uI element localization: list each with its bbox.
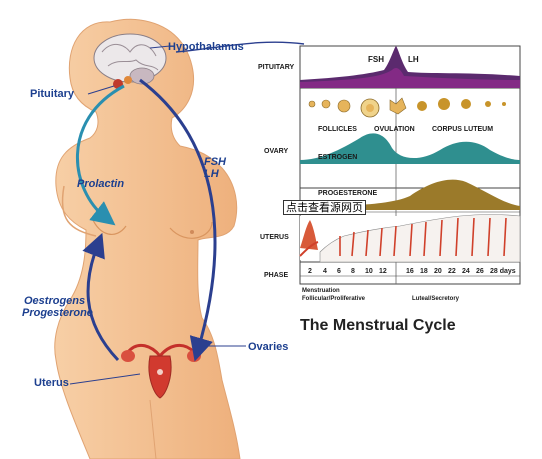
row-label-phase: PHASE [264, 272, 289, 279]
fsh-lh-curve [300, 46, 520, 88]
corpus-luteum-label: CORPUS LUTEUM [432, 126, 494, 133]
chart-title: The Menstrual Cycle [300, 317, 456, 334]
pituitary-label: Pituitary [30, 88, 75, 100]
phase-follicular: Follicular/Proliferative [302, 296, 366, 302]
phase-tick: 4 [323, 268, 327, 275]
phase-tick: 22 [448, 268, 456, 275]
brain-illustration [93, 33, 167, 89]
hormone-arrows [69, 41, 305, 385]
progesterone-label: Progesterone [22, 307, 93, 319]
phase-menstruation: Menstruation [302, 288, 340, 294]
progesterone-curve [300, 179, 520, 210]
phase-tick: 12 [379, 268, 387, 275]
uterus-lining [299, 214, 521, 263]
phase-luteal: Luteal/Secretory [412, 296, 460, 302]
phase-tick: 20 [434, 268, 442, 275]
follicles-label: FOLLICLES [318, 126, 357, 133]
row-label-uterus: UTERUS [260, 234, 289, 241]
oestrogens-label: Oestrogens [24, 295, 86, 307]
fsh-label: FSH [204, 156, 226, 168]
estrogen-label: ESTROGEN [318, 154, 358, 161]
phase-tick: 16 [406, 268, 414, 275]
lh-curve-label: LH [408, 55, 419, 64]
estrogen-curve [300, 133, 520, 164]
fsh-curve-label: FSH [368, 55, 384, 64]
phase-tick: 28 days [490, 268, 516, 275]
lh-label: LH [204, 168, 219, 180]
phase-tick: 8 [351, 268, 355, 275]
row-label-pituitary: PITUITARY [258, 64, 295, 71]
hypothalamus-label: Hypothalamus [168, 41, 244, 53]
view-source-tooltip[interactable]: 点击查看源网页 [283, 200, 366, 215]
ovulation-label: OVULATION [374, 126, 415, 133]
row-label-ovary: OVARY [264, 148, 289, 155]
follicle-icons [308, 97, 506, 118]
phase-tick: 6 [337, 268, 341, 275]
phase-tick: 10 [365, 268, 373, 275]
uterus-label: Uterus [34, 377, 69, 389]
phase-tick: 2 [308, 268, 312, 275]
phase-tick: 24 [462, 268, 470, 275]
ovaries-label: Ovaries [248, 341, 289, 353]
phase-tick: 18 [420, 268, 428, 275]
progesterone-chart-label: PROGESTERONE [318, 190, 378, 197]
prolactin-label: Prolactin [77, 178, 125, 190]
phase-tick: 26 [476, 268, 484, 275]
